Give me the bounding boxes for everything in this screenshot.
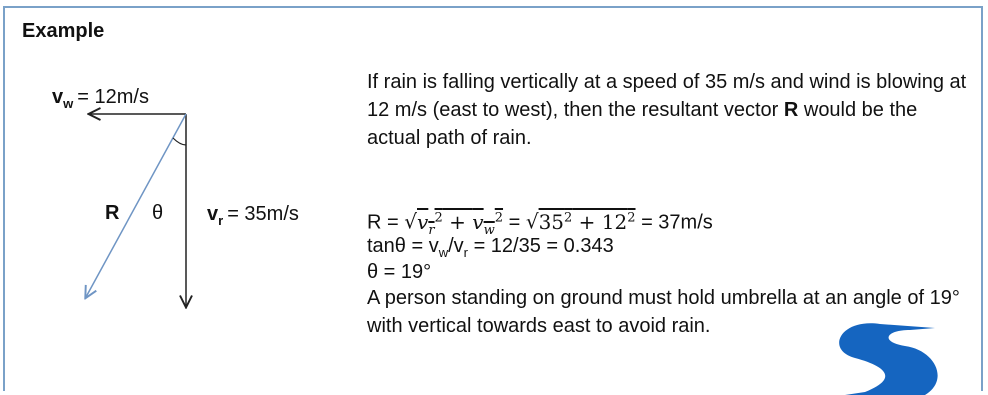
theta-result: θ = 19° [367,261,432,283]
r-label: R [105,202,120,224]
vw-label: vw= 12m/s [52,86,149,111]
vr-label: vr= 35m/s [207,203,299,228]
problem-paragraph: If rain is falling vertically at a speed… [367,71,967,149]
resultant-equation: R = √vr2 + vw2 = √352 + 122 = 37m/s [367,209,713,238]
r-arrow [86,113,187,297]
vector-r-bold: R [783,99,799,121]
conclusion-text: A person standing on ground must hold um… [367,287,960,337]
theta-label: θ [152,202,163,224]
theta-arc [172,137,187,146]
content-frame [3,6,983,391]
heading: Example [22,20,105,42]
tan-equation: tanθ = vw/vr = 12/35 = 0.343 [367,235,614,260]
vector-diagram: vw= 12m/s R θ vr= 35m/s [52,86,299,391]
watermark-logo [839,323,938,395]
